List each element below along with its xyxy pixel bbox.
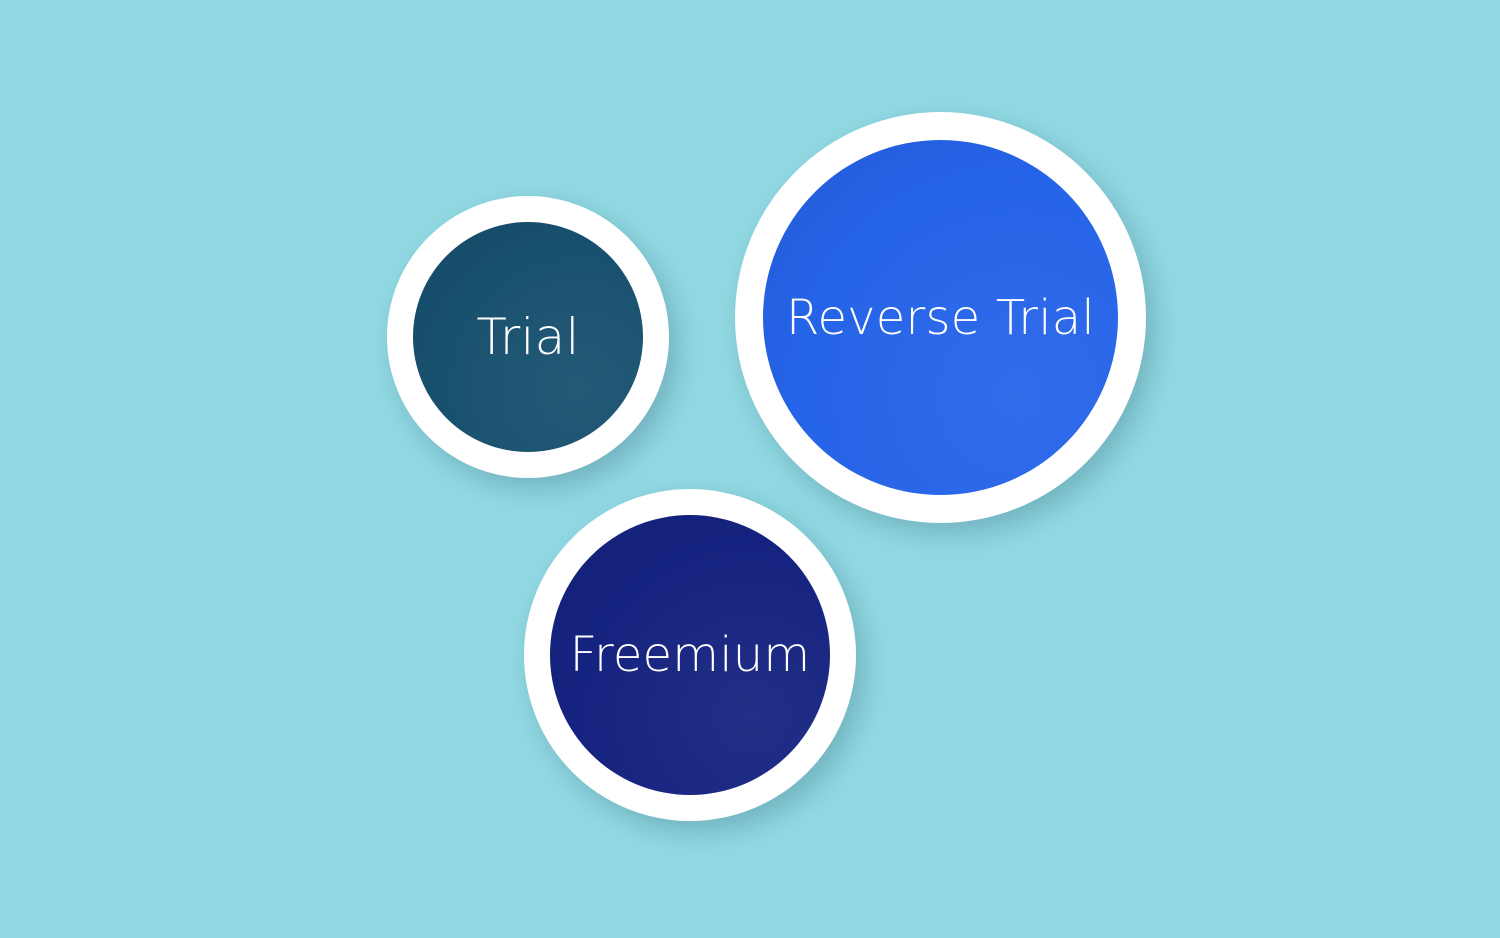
bubble-trial-label: Trial	[476, 308, 580, 366]
bubble-reverse-trial-ring: Reverse Trial	[749, 126, 1132, 509]
bubble-freemium-fill: Freemium	[550, 515, 830, 795]
bubble-reverse-trial[interactable]: Reverse Trial	[735, 112, 1146, 523]
bubble-trial-fill: Trial	[413, 222, 643, 452]
bubble-freemium-ring: Freemium	[537, 502, 843, 808]
bubble-trial[interactable]: Trial	[387, 196, 669, 478]
bubble-freemium[interactable]: Freemium	[524, 489, 856, 821]
bubble-trial-ring: Trial	[400, 209, 656, 465]
bubble-reverse-trial-label: Reverse Trial	[786, 289, 1095, 346]
bubble-freemium-label: Freemium	[569, 627, 811, 683]
bubble-reverse-trial-fill: Reverse Trial	[763, 140, 1118, 495]
